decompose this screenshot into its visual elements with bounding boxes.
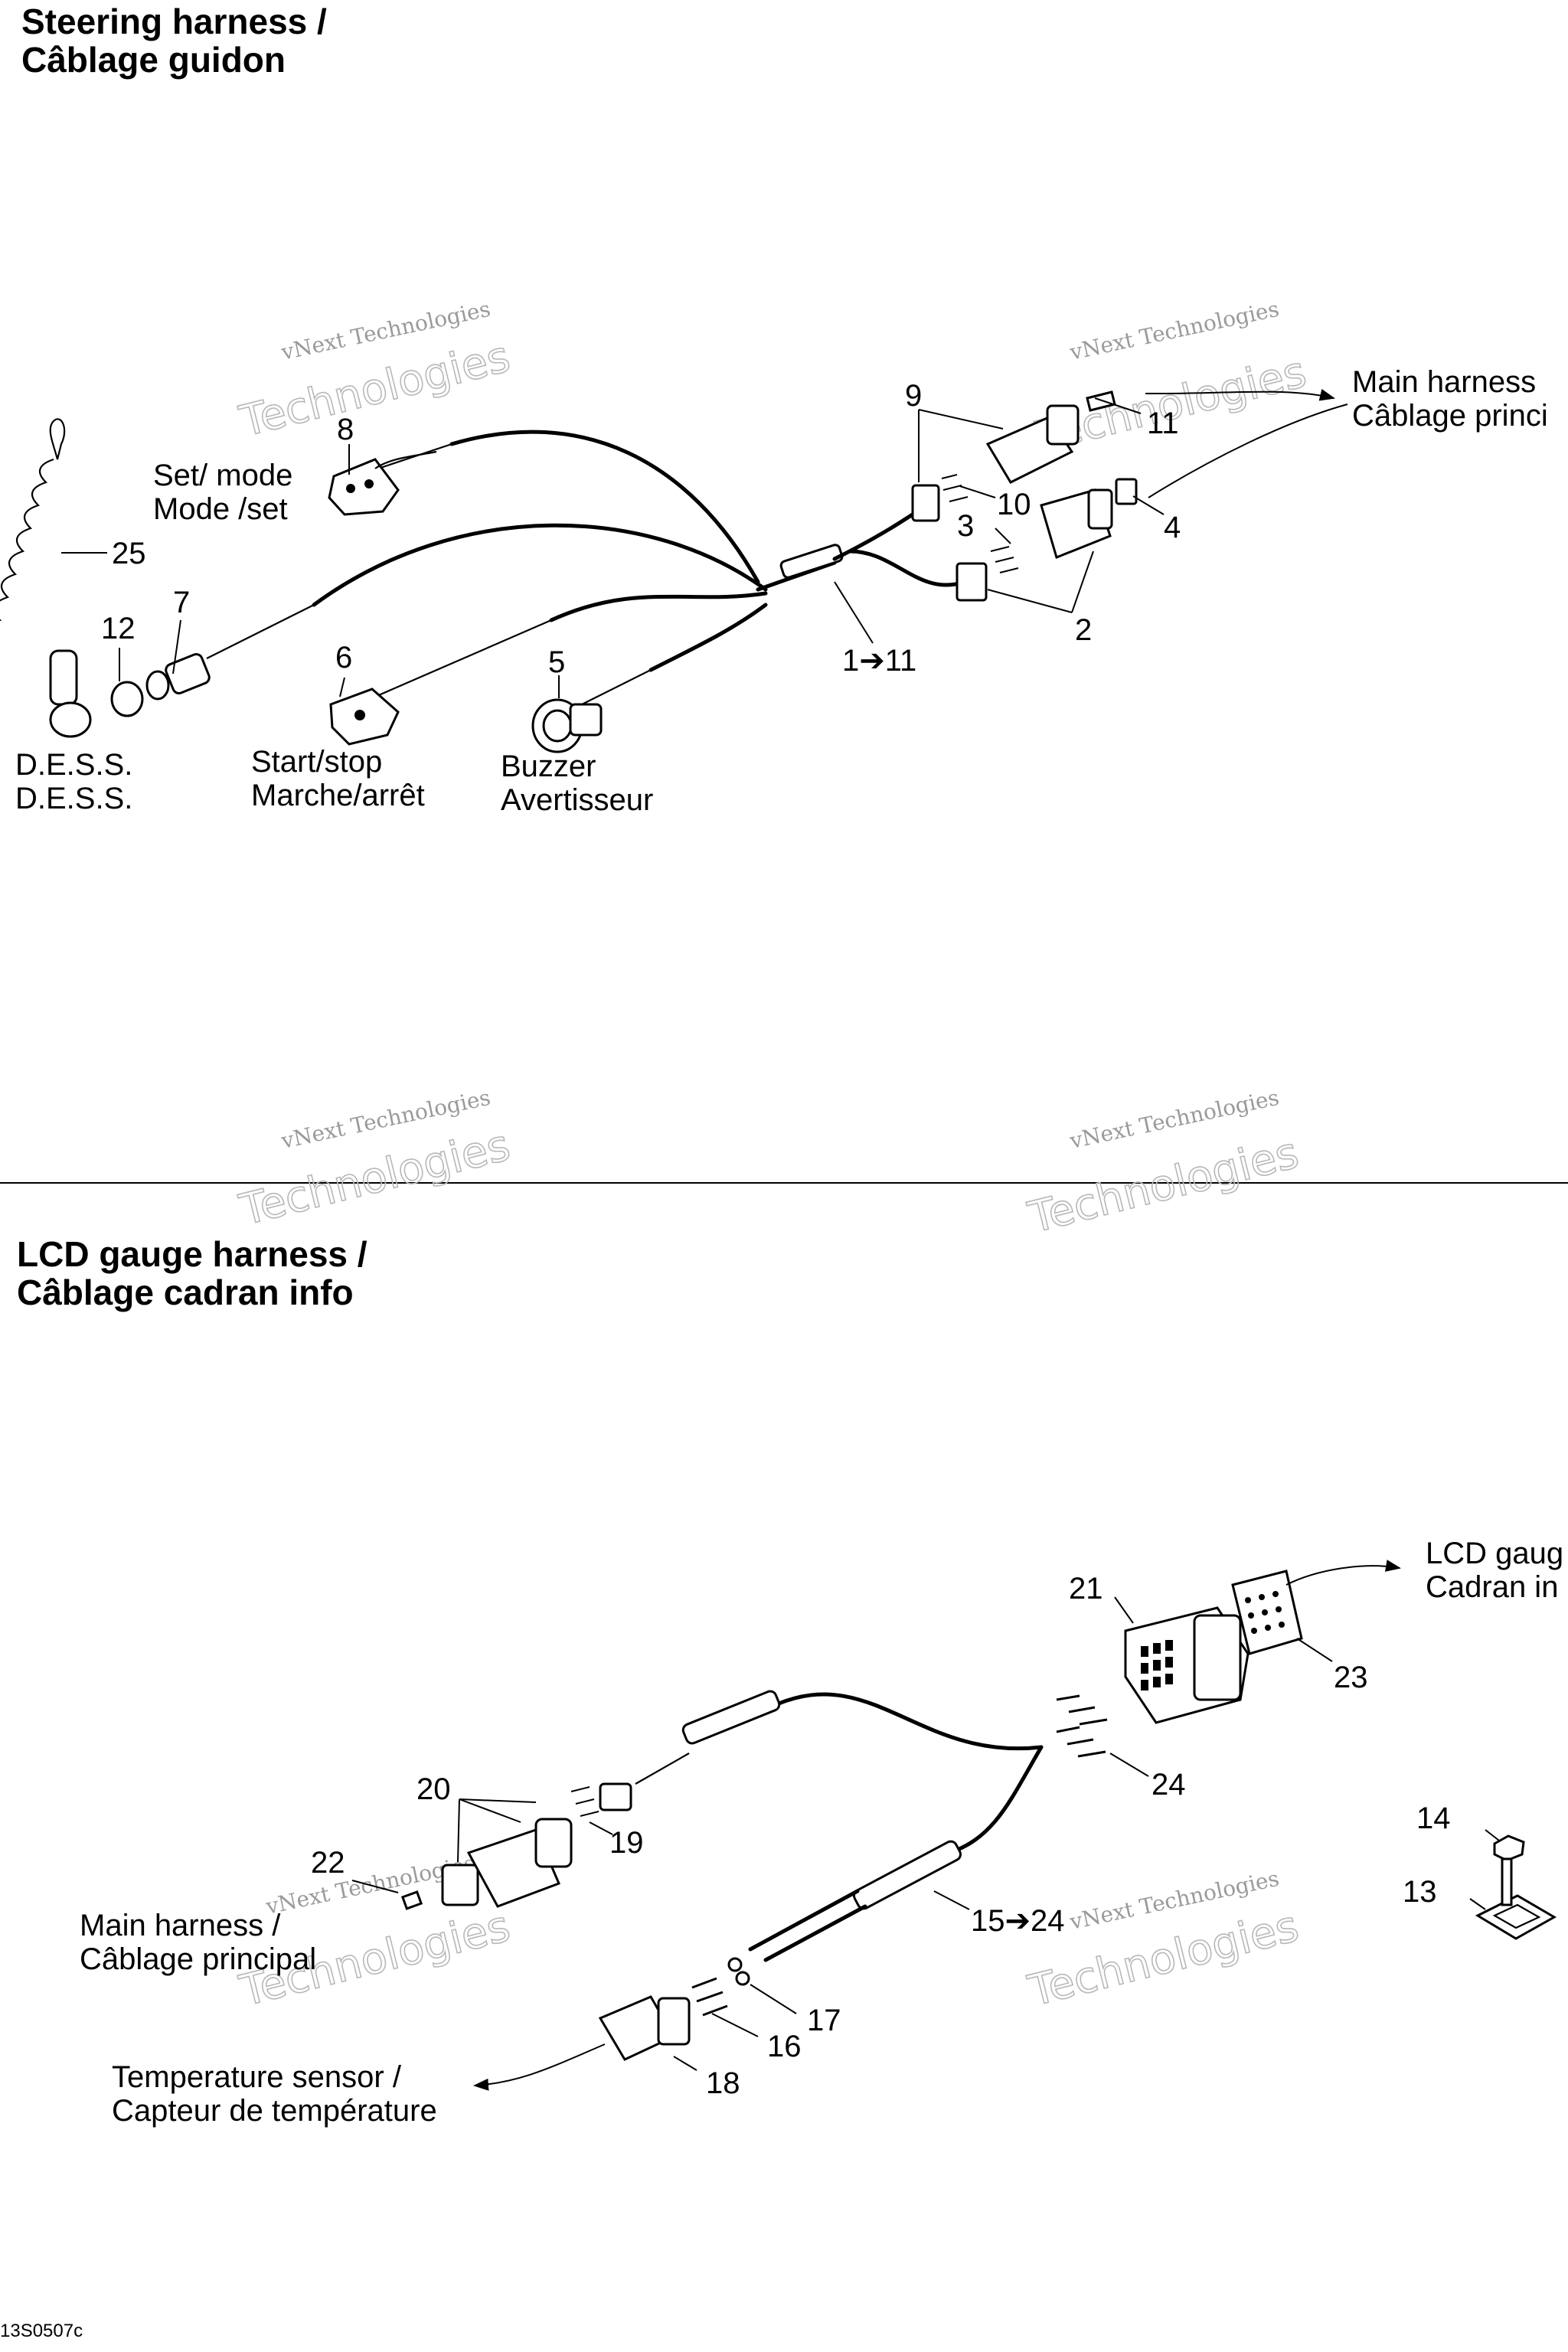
set-mode-switch [328, 450, 437, 516]
buzzer-label-fr: Avertisseur [501, 783, 653, 817]
temp-sensor-label-en: Temperature sensor / [112, 2060, 402, 2094]
temp-sensor-label-fr: Capteur de température [112, 2094, 437, 2128]
steering-title-en: Steering harness / [21, 2, 327, 41]
lcd-leaders [351, 1560, 1500, 2091]
dess-label-fr: D.E.S.S. [15, 782, 132, 815]
part-number-16: 16 [767, 2030, 802, 2063]
part-number-5: 5 [548, 645, 565, 679]
part-number-19: 19 [609, 1826, 644, 1860]
watermark-2: vNext Technologies [1067, 296, 1282, 365]
svg-text:Technologies: Technologies [1024, 1901, 1304, 2016]
steering-leaders [61, 388, 1348, 698]
part-number-20: 20 [416, 1772, 451, 1806]
part-number-18: 18 [706, 2066, 740, 2100]
part-number-7: 7 [173, 586, 190, 619]
main-harness-bottom-label-fr: Câblage principal [80, 1942, 316, 1976]
gauge-seal-23 [1231, 1570, 1303, 1655]
part-number-3: 3 [957, 509, 974, 543]
watermark-10: Technologies [1023, 1128, 1304, 1244]
buzzer-part [531, 698, 603, 753]
start-stop-label-en: Start/stop [251, 745, 382, 779]
main-harness-top-label-fr: Câblage princi [1352, 399, 1548, 433]
part-number-1-11: 1➔11 [842, 644, 916, 678]
part-number-23: 23 [1334, 1661, 1368, 1694]
part-number-13: 13 [1403, 1875, 1437, 1909]
gauge-connector-21 [1124, 1606, 1250, 1724]
svg-text:vNext Technologies: vNext Technologies [1067, 296, 1282, 365]
start-stop-label-fr: Marche/arrêt [251, 779, 425, 812]
part-number-6: 6 [335, 641, 352, 675]
part-number-21: 21 [1069, 1572, 1103, 1606]
part-number-14: 14 [1416, 1802, 1451, 1835]
svg-text:Technologies: Technologies [1024, 1128, 1304, 1243]
part-number-8: 8 [337, 413, 354, 446]
start-stop-switch [329, 688, 400, 746]
figure-code: 13S0507c [0, 2321, 83, 2341]
screw-14 [1493, 1834, 1525, 1906]
part-number-15-24: 15➔24 [971, 1904, 1065, 1938]
svg-text:Technologies: Technologies [235, 332, 515, 446]
part-number-9: 9 [905, 379, 922, 413]
main-harness-top-label-en: Main harness [1352, 365, 1536, 399]
part-number-25: 25 [112, 537, 146, 570]
part-number-12: 12 [101, 612, 136, 645]
svg-text:Technologies: Technologies [235, 1120, 515, 1235]
lcd-gauge-label-fr: Cadran in [1426, 1570, 1558, 1604]
lcd-title-en: LCD gauge harness / [17, 1234, 368, 1274]
cable-tie-mount-13 [1475, 1894, 1557, 1940]
set-mode-label-en: Set/ mode [153, 459, 292, 492]
watermark-7: Technologies [234, 332, 515, 448]
lcd-wires [635, 1690, 1044, 1962]
temperature-sensor-18 [598, 1957, 750, 2061]
lcd-title-fr: Câblage cadran info [17, 1272, 354, 1312]
terminals-24 [1056, 1694, 1108, 1758]
lcd-gauge-label-en: LCD gaug [1426, 1537, 1563, 1570]
part-number-24: 24 [1152, 1768, 1186, 1802]
part-number-17: 17 [807, 2004, 841, 2037]
buzzer-label-en: Buzzer [501, 750, 596, 783]
main-harness-bottom-label-en: Main harness / [80, 1909, 281, 1942]
part-number-10: 10 [997, 488, 1031, 521]
steering-title-fr: Câblage guidon [21, 40, 286, 80]
steering-wires [206, 430, 967, 705]
part-number-2: 2 [1075, 613, 1092, 647]
connector-9 [911, 390, 1116, 522]
connector-20 [400, 1782, 632, 1910]
dess-coil-cord [0, 418, 211, 738]
watermark-9: Technologies [234, 1120, 515, 1236]
part-number-22: 22 [311, 1846, 345, 1880]
dess-label-en: D.E.S.S. [15, 748, 132, 782]
connector-2 [956, 478, 1138, 602]
part-number-4: 4 [1164, 511, 1181, 544]
set-mode-label-fr: Mode /set [153, 492, 288, 526]
part-number-11: 11 [1147, 407, 1179, 440]
watermark-12: Technologies [1023, 1901, 1304, 2017]
